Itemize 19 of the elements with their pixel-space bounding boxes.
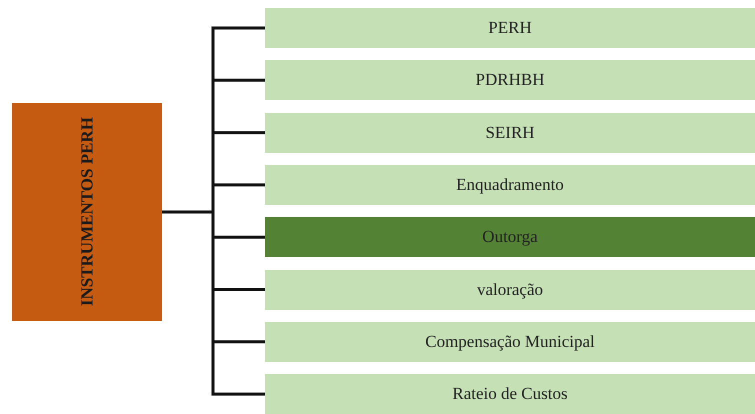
- category-title: INSTRUMENTOS PERH: [76, 116, 98, 309]
- item-box: [265, 374, 755, 414]
- category-box: [12, 103, 162, 321]
- item-box: [265, 60, 755, 100]
- item-box: [265, 8, 755, 48]
- item-box: [265, 164, 755, 205]
- item-label: Enquadramento: [456, 174, 564, 195]
- item-box: [265, 322, 755, 362]
- item-label: Outorga: [482, 227, 538, 248]
- item-label: valoração: [476, 280, 544, 300]
- item-label: PDRHBH: [476, 70, 544, 90]
- item-label: Compensação Municipal: [425, 332, 595, 352]
- item-label: PERH: [488, 18, 532, 38]
- item-box: [265, 270, 755, 310]
- item-label: Rateio de Custos: [452, 384, 568, 404]
- item-box: [265, 112, 755, 153]
- item-box: [265, 217, 755, 258]
- connector-line: [162, 210, 265, 396]
- item-label: SEIRH: [485, 122, 535, 143]
